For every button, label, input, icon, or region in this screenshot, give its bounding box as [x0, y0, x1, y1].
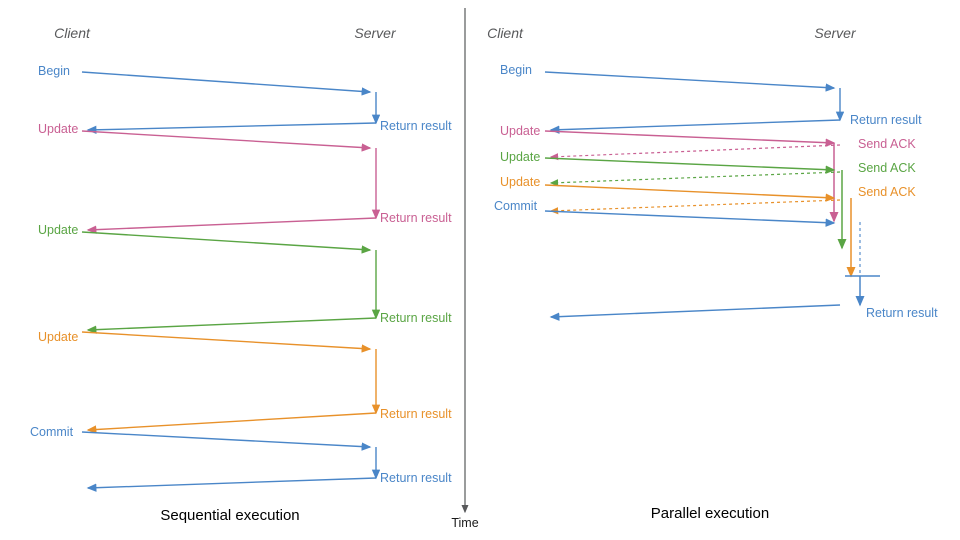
msg-label-commit-return: Return result: [380, 471, 452, 485]
msg-arrow-begin-request: [544, 71, 836, 92]
lane-header-server: Server: [354, 25, 397, 41]
msg-arrow-update3-request: [544, 184, 836, 202]
panel-caption-sequential: Sequential execution: [160, 507, 299, 524]
msg-arrow-commit-return: [86, 477, 377, 492]
msg-arrow-update1-request: [81, 130, 372, 152]
msg-label-update2-return: Return result: [380, 311, 452, 325]
msg-arrow-ack3-return: [549, 199, 841, 215]
msg-label-update1-request: Update: [38, 122, 78, 136]
time-axis-label: Time: [451, 516, 478, 530]
msg-arrow-commit-request: [81, 431, 372, 451]
msg-arrow-update1-return: [86, 217, 377, 234]
msg-arrow-begin-return: [549, 119, 841, 134]
msg-arrow-ack1-return: [549, 144, 841, 161]
msg-label-update2-request: Update: [38, 223, 78, 237]
msg-label-update1-return: Return result: [380, 211, 452, 225]
msg-label-update2-request: Update: [500, 150, 540, 164]
lane-header-client: Client: [54, 25, 91, 41]
msg-label-begin-request: Begin: [38, 64, 70, 78]
msg-label-update3-request: Update: [38, 330, 78, 344]
msg-label-commit-request: Commit: [494, 199, 538, 213]
msg-arrow-begin-return: [86, 122, 377, 134]
msg-label-begin-return: Return result: [850, 113, 922, 127]
msg-label-begin-return: Return result: [380, 119, 452, 133]
msg-arrow-commit-return: [549, 304, 841, 321]
msg-arrow-update3-return: [86, 412, 377, 434]
msg-label-begin-request: Begin: [500, 63, 532, 77]
msg-arrow-update1-request: [544, 130, 836, 147]
msg-label-ack3-return: Send ACK: [858, 185, 916, 199]
msg-label-commit-return: Return result: [866, 306, 938, 320]
msg-arrow-update2-return: [86, 317, 377, 334]
msg-label-update3-return: Return result: [380, 407, 452, 421]
msg-arrow-begin-request: [81, 71, 372, 96]
msg-arrow-commit-request: [544, 210, 836, 227]
msg-label-update3-request: Update: [500, 175, 540, 189]
msg-arrow-ack2-return: [549, 171, 841, 187]
msg-arrow-update2-request: [81, 231, 372, 254]
msg-arrow-update3-request: [81, 331, 372, 353]
lane-header-client: Client: [487, 25, 524, 41]
msg-label-update1-request: Update: [500, 124, 540, 138]
panel-caption-parallel: Parallel execution: [651, 505, 769, 522]
msg-label-ack1-return: Send ACK: [858, 137, 916, 151]
msg-label-commit-request: Commit: [30, 425, 74, 439]
msg-arrow-update2-request: [544, 157, 836, 174]
msg-label-ack2-return: Send ACK: [858, 161, 916, 175]
lane-header-server: Server: [814, 25, 857, 41]
